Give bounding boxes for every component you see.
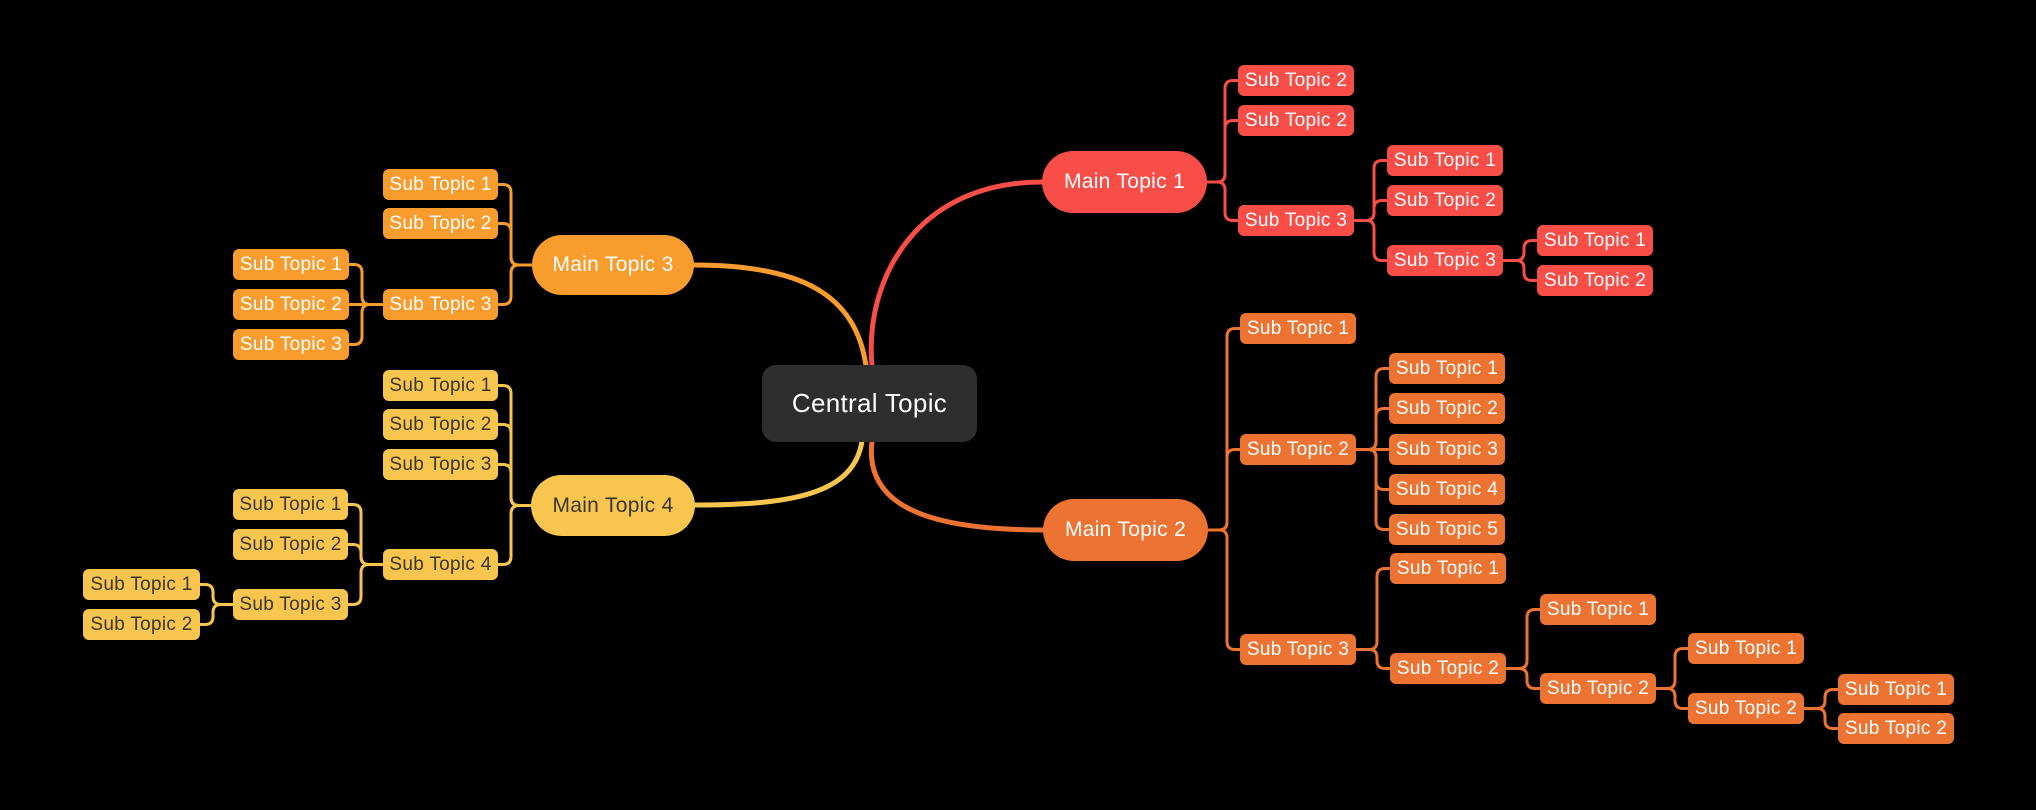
connector-mt2-sub3-2-2-2-to-mt2-sub3-2-2-2-1 [1802,688,1840,710]
connector-mt1-sub3-to-mt1-sub3-3 [1352,219,1389,262]
mt1-sub3-1-node[interactable]: Sub Topic 1 [1387,145,1503,176]
mt2-sub3-2-2-1-node[interactable]: Sub Topic 1 [1688,633,1804,664]
connector-mt2-sub3-2-to-mt2-sub3-2-1 [1504,608,1542,670]
mt4-sub3-node[interactable]: Sub Topic 3 [383,449,498,480]
mt1-sub3-3-1-node[interactable]: Sub Topic 1 [1537,225,1653,256]
connector-main-topic-1-to-mt1-sub2 [1205,119,1240,184]
connector-main-topic-3-to-mt3-sub3 [496,263,534,306]
mt4-sub4-3-1-node[interactable]: Sub Topic 1 [83,569,200,600]
connector-mt4-sub4-to-mt4-sub4-2 [346,543,385,566]
main-topic-4-node[interactable]: Main Topic 4 [531,475,695,536]
mt2-sub3-2-2-node[interactable]: Sub Topic 2 [1540,673,1656,704]
mt2-sub2-4-node[interactable]: Sub Topic 4 [1389,474,1505,505]
connector-mt4-sub4-to-mt4-sub4-3 [346,563,385,606]
main-topic-1-node[interactable]: Main Topic 1 [1042,151,1207,213]
mt2-sub3-1-node[interactable]: Sub Topic 1 [1390,553,1506,584]
central-branch-curve-main-topic-4 [692,438,865,508]
connector-mt1-sub3-3-to-mt1-sub3-3-1 [1501,239,1539,262]
main-topic-2-node[interactable]: Main Topic 2 [1043,499,1208,561]
mt2-sub1-node[interactable]: Sub Topic 1 [1240,313,1356,344]
central-topic-node[interactable]: Central Topic [762,365,977,442]
mt4-sub4-node[interactable]: Sub Topic 4 [383,549,498,580]
connector-main-topic-4-to-mt4-sub4 [496,504,533,566]
mt2-sub2-3-node[interactable]: Sub Topic 3 [1389,434,1505,465]
connector-mt3-sub3-to-mt3-sub3-1 [347,263,385,306]
mt1-sub2-node[interactable]: Sub Topic 2 [1238,105,1354,136]
mt2-sub3-node[interactable]: Sub Topic 3 [1240,634,1356,665]
connector-main-topic-2-to-mt2-sub1 [1206,327,1242,532]
mt2-sub2-1-node[interactable]: Sub Topic 1 [1389,353,1505,384]
connector-mt4-sub4-3-to-mt4-sub4-3-1 [198,583,235,606]
connector-main-topic-3-to-mt3-sub2 [496,222,534,267]
mt3-sub1-node[interactable]: Sub Topic 1 [383,169,498,200]
connector-mt3-sub3-to-mt3-sub3-3 [347,303,385,346]
connector-main-topic-4-to-mt4-sub1 [496,384,533,507]
connector-mt2-sub2-to-mt2-sub2-5 [1354,448,1391,531]
connector-mt2-sub3-2-to-mt2-sub3-2-2 [1504,667,1542,690]
connector-main-topic-1-to-mt1-sub1 [1205,79,1240,184]
mt2-sub3-2-2-2-2-node[interactable]: Sub Topic 2 [1838,713,1954,744]
mt2-sub3-2-2-2-node[interactable]: Sub Topic 2 [1688,693,1804,724]
mt4-sub1-node[interactable]: Sub Topic 1 [383,370,498,401]
mt4-sub4-1-node[interactable]: Sub Topic 1 [233,489,348,520]
mt3-sub3-node[interactable]: Sub Topic 3 [383,289,498,320]
mt1-sub3-node[interactable]: Sub Topic 3 [1238,205,1354,236]
connector-mt2-sub3-to-mt2-sub3-2 [1354,648,1392,670]
central-branch-curve-main-topic-1 [868,179,1045,369]
mt4-sub4-2-node[interactable]: Sub Topic 2 [233,529,348,560]
mt2-sub3-2-node[interactable]: Sub Topic 2 [1390,653,1506,684]
mt3-sub2-node[interactable]: Sub Topic 2 [383,208,498,239]
connector-mt2-sub2-to-mt2-sub2-2 [1354,407,1391,451]
connector-main-topic-1-to-mt1-sub3 [1205,180,1240,222]
central-branch-curve-main-topic-3 [691,262,869,369]
main-topic-3-node[interactable]: Main Topic 3 [532,235,694,295]
mt1-sub3-3-2-node[interactable]: Sub Topic 2 [1537,265,1653,296]
connector-mt4-sub4-3-to-mt4-sub4-3-2 [198,603,235,626]
connector-mt1-sub3-to-mt1-sub3-1 [1352,159,1389,222]
mt2-sub2-2-node[interactable]: Sub Topic 2 [1389,393,1505,424]
mt1-sub3-3-node[interactable]: Sub Topic 3 [1387,245,1503,276]
mt2-sub2-5-node[interactable]: Sub Topic 5 [1389,514,1505,545]
mt2-sub3-2-2-2-1-node[interactable]: Sub Topic 1 [1838,674,1954,705]
connector-main-topic-2-to-mt2-sub2 [1206,448,1242,532]
mt1-sub1-node[interactable]: Sub Topic 2 [1238,65,1354,96]
mt2-sub2-node[interactable]: Sub Topic 2 [1240,434,1356,465]
mt3-sub3-2-node[interactable]: Sub Topic 2 [233,289,349,320]
connector-main-topic-2-to-mt2-sub3 [1206,528,1242,651]
connector-main-topic-4-to-mt4-sub3 [496,463,533,507]
connector-mt2-sub3-2-2-2-to-mt2-sub3-2-2-2-2 [1802,707,1840,730]
connector-mt1-sub3-to-mt1-sub3-2 [1352,199,1389,222]
connector-mt2-sub2-to-mt2-sub2-4 [1354,448,1391,491]
connector-mt1-sub3-3-to-mt1-sub3-3-2 [1501,259,1539,282]
mt4-sub4-3-node[interactable]: Sub Topic 3 [233,589,348,620]
mt1-sub3-2-node[interactable]: Sub Topic 2 [1387,185,1503,216]
connector-mt4-sub4-to-mt4-sub4-1 [346,503,385,566]
mt4-sub4-3-2-node[interactable]: Sub Topic 2 [83,609,200,640]
mt3-sub3-3-node[interactable]: Sub Topic 3 [233,329,349,360]
central-branch-curve-main-topic-2 [868,438,1046,533]
connector-mt2-sub3-2-2-to-mt2-sub3-2-2-2 [1654,687,1690,710]
mt3-sub3-1-node[interactable]: Sub Topic 1 [233,249,349,280]
mt4-sub2-node[interactable]: Sub Topic 2 [383,409,498,440]
connector-mt2-sub3-2-2-to-mt2-sub3-2-2-1 [1654,647,1690,690]
connector-mt2-sub3-to-mt2-sub3-1 [1354,567,1392,651]
mt2-sub3-2-1-node[interactable]: Sub Topic 1 [1540,594,1656,625]
